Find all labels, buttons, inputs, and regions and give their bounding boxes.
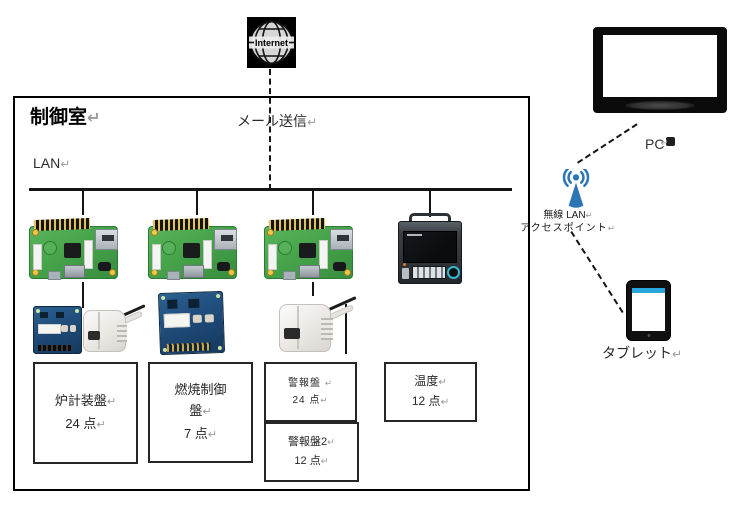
pi1-sensor-line <box>82 282 84 308</box>
panel-line: 盤↵ <box>189 403 212 418</box>
return-mark: ↵ <box>207 429 218 441</box>
tablet-home-button <box>647 334 650 337</box>
return-mark: ↵ <box>60 157 71 171</box>
lan-drop-line-recorder <box>429 190 431 217</box>
recorder-handle <box>409 213 451 226</box>
return-mark: ↵ <box>585 210 593 220</box>
return-mark: ↵ <box>672 347 682 361</box>
ct-sensor-icon-1 <box>81 302 146 354</box>
control-room-title-text: 制御室 <box>30 107 88 128</box>
internet-icon: Internet <box>247 17 296 68</box>
lan-label: LAN↵ <box>33 155 70 171</box>
tablet-text: タブレット <box>602 345 672 361</box>
lan-drop-line-pi3 <box>312 190 314 215</box>
return-mark: ↵ <box>307 115 317 129</box>
internet-lan-dashed-line <box>269 69 271 190</box>
raspberry-pi-icon-1 <box>27 213 119 283</box>
object-anchor-icon: ↵ <box>660 137 676 149</box>
return-mark: ↵ <box>327 437 335 447</box>
panel-line: 12 点↵ <box>294 455 329 467</box>
pc-label: PC ↵ <box>645 136 676 152</box>
access-point-label: 無線 LAN↵ アクセスポイント↵ <box>516 209 620 235</box>
wireless-lan-label: 無線 LAN↵ <box>543 210 593 221</box>
lan-drop-line-pi1 <box>82 190 84 215</box>
return-mark: ↵ <box>324 378 333 388</box>
control-room-box <box>13 96 530 491</box>
panel-box-alarm-2: 警報盤2↵ 12 点↵ <box>264 422 359 482</box>
tablet-label: タブレット↵ <box>602 343 682 363</box>
lan-drop-line-pi2 <box>196 190 198 215</box>
wifi-access-point-icon <box>555 167 597 213</box>
mail-send-text: メール送信 <box>237 113 307 129</box>
panel-box-furnace-instrumentation: 炉計装盤↵ 24 点↵ <box>33 362 138 464</box>
ct-sensor-icon-2 <box>276 294 357 355</box>
return-mark: ↵ <box>106 396 117 408</box>
tablet-status-bar <box>632 288 665 293</box>
pc-text: PC <box>645 136 665 152</box>
return-mark: ↵ <box>660 138 669 149</box>
dashed-line-ap-to-pc <box>577 123 638 164</box>
return-mark: ↵ <box>607 223 616 233</box>
return-mark: ↵ <box>87 109 101 127</box>
return-mark: ↵ <box>320 456 329 466</box>
panel-line: 7 点↵ <box>183 426 218 441</box>
return-mark: ↵ <box>320 395 329 405</box>
raspberry-pi-icon-2 <box>146 213 238 283</box>
panel-line: 燃焼制御 <box>174 382 227 397</box>
return-mark: ↵ <box>440 397 450 408</box>
panel-line: 警報盤2↵ <box>288 436 335 448</box>
recorder-screen <box>403 231 457 263</box>
mail-send-label: メール送信↵ <box>237 111 317 131</box>
adc-board-icon-2 <box>157 290 226 356</box>
control-room-title: 制御室↵ <box>30 102 101 129</box>
tablet-icon <box>626 280 671 341</box>
recorder-icon <box>398 213 462 284</box>
pi3-sensor-line <box>312 282 314 296</box>
panel-line: 12 点↵ <box>411 394 450 408</box>
panel-line: 炉計装盤↵ <box>54 393 117 408</box>
dashed-line-ap-to-tablet <box>570 231 624 314</box>
panel-line: 温度↵ <box>414 374 447 388</box>
raspberry-pi-icon-3 <box>262 213 354 283</box>
pc-monitor-icon <box>593 27 727 113</box>
panel-box-temperature: 温度↵ 12 点↵ <box>384 362 477 422</box>
panel-box-alarm: 警報盤 ↵ 24 点↵ <box>264 362 357 422</box>
lan-text: LAN <box>33 155 61 171</box>
adc-board-icon-1 <box>33 306 82 354</box>
sensor3-panel-line <box>345 304 347 354</box>
lan-bus-line <box>29 188 512 191</box>
monitor-base <box>625 101 695 110</box>
panel-line: 24 点↵ <box>65 416 106 431</box>
return-mark: ↵ <box>438 377 447 388</box>
panel-box-combustion-control: 燃焼制御 盤↵ 7 点↵ <box>148 362 253 463</box>
return-mark: ↵ <box>96 419 106 431</box>
tablet-screen <box>632 288 665 331</box>
panel-line: 24 点↵ <box>292 395 329 406</box>
internet-label: Internet <box>255 38 288 48</box>
access-point-text: アクセスポイント↵ <box>520 223 616 234</box>
panel-line: 警報盤 ↵ <box>288 378 333 389</box>
pi-gpio-pins <box>33 218 91 231</box>
monitor-screen <box>603 35 717 97</box>
return-mark: ↵ <box>202 406 212 418</box>
